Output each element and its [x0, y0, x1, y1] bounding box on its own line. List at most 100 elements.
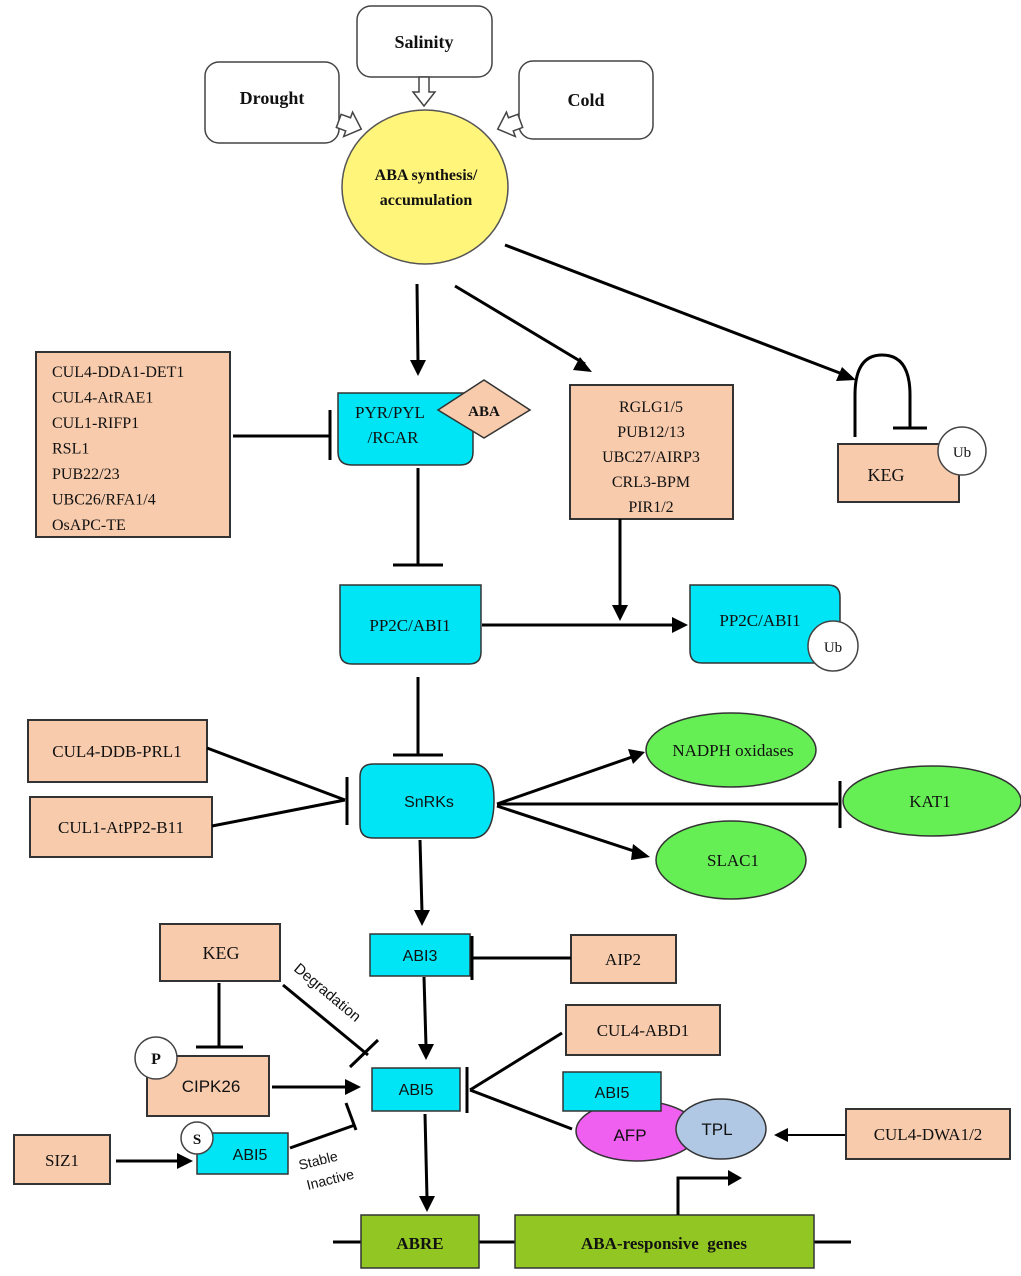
pp2c-abi1-node: PP2C/ABI1 [339, 584, 482, 665]
arrowhead [612, 605, 628, 621]
afp-label: AFP [613, 1126, 646, 1145]
arrowhead [628, 749, 645, 764]
transcription-start-arrow [676, 1176, 730, 1215]
genes-label: ABA-responsive genes [581, 1234, 747, 1253]
pp2-b11-inhibits-snrks [211, 798, 346, 828]
arrowhead [414, 910, 430, 926]
aba-synthesis-line1: ABA synthesis/ [375, 167, 478, 184]
receptor-regulator-item: CUL4-DDA1-DET1 [52, 364, 184, 381]
keg-bottom-box: KEG [159, 923, 281, 982]
cold-hollow-arrow [496, 110, 524, 138]
abi5-sumo-label: ABI5 [233, 1147, 268, 1164]
arrowhead [177, 1153, 193, 1169]
pp2c-ub-badge-label: Ub [824, 640, 842, 656]
arrowhead [774, 1128, 788, 1142]
cul4-abd1-box: CUL4-ABD1 [565, 1004, 721, 1056]
aba-synthesis-line2: accumulation [380, 192, 473, 209]
aba-responsive-genes-element: ABA-responsive genes [514, 1214, 815, 1269]
arrowhead [410, 360, 426, 376]
cul4-ddb-prl1-label: CUL4-DDB-PRL1 [52, 742, 181, 761]
abi3-label: ABI3 [403, 948, 438, 965]
aba-to-keg-arrow [504, 243, 846, 377]
keg-bottom-label: KEG [203, 943, 240, 963]
ub-badge: Ub [937, 426, 987, 476]
abi5-node: ABI5 [371, 1067, 461, 1112]
aba-ligand-diamond: ABA [436, 379, 532, 439]
snrks-to-abi3-arrow [418, 839, 424, 913]
aba-to-e3-arrow [454, 284, 586, 366]
pp2c-ub-label: PP2C/ABI1 [719, 611, 800, 630]
snrks-to-nadph-arrow [496, 755, 633, 806]
ub-badge: Ub [807, 620, 859, 672]
receptor-regulator-item: PUB22/23 [52, 466, 120, 483]
salinity-hollow-arrow [411, 76, 437, 108]
siz1-box: SIZ1 [13, 1134, 111, 1185]
pp2c-regulator-item: PUB12/13 [617, 424, 685, 441]
slac1-node: SLAC1 [655, 820, 807, 900]
sumo-abi5-inactive-link [289, 1123, 356, 1150]
arrowhead [836, 367, 856, 381]
pp2c-label: PP2C/ABI1 [369, 616, 450, 635]
drought-label: Drought [240, 88, 305, 108]
nadph-label: NADPH oxidases [672, 741, 793, 760]
keg-degrades-abi5 [282, 983, 369, 1057]
inhibition-bar [348, 1038, 380, 1069]
degradation-label: Degradation [290, 960, 364, 1026]
pp2c-regulator-item: PIR1/2 [628, 499, 673, 516]
sumo-badge: S [180, 1121, 214, 1155]
snrks-node: SnRKs [359, 763, 495, 839]
abi5-to-abre-arrow [423, 1113, 429, 1199]
s-label: S [193, 1132, 201, 1148]
tpl-node: TPL [675, 1098, 767, 1160]
complex-abi5-label: ABI5 [595, 1085, 630, 1102]
arrowhead [418, 1044, 434, 1060]
receptor-line1: PYR/PYL [355, 403, 425, 422]
cul4-abd1-label: CUL4-ABD1 [597, 1021, 690, 1040]
cul1-atpp2-b11-box: CUL1-AtPP2-B11 [29, 796, 213, 858]
cul4-dwa-label: CUL4-DWA1/2 [874, 1125, 983, 1144]
salinity-box: Salinity [356, 5, 493, 78]
arrowhead [728, 1170, 742, 1186]
receptor-line2: /RCAR [367, 428, 419, 447]
keg-top-label: KEG [868, 465, 905, 485]
arrowhead [345, 1079, 361, 1095]
abi5-label: ABI5 [399, 1082, 434, 1099]
receptor-regulator-item: RSL1 [52, 441, 89, 458]
aip2-label: AIP2 [605, 950, 641, 969]
aba-ligand-label: ABA [468, 404, 500, 420]
complex-abi5-node: ABI5 [562, 1071, 662, 1112]
siz1-label: SIZ1 [45, 1151, 79, 1170]
aip2-box: AIP2 [570, 934, 677, 984]
arrowhead [573, 357, 592, 372]
aba-synthesis-node: ABA synthesis/ accumulation [341, 109, 509, 265]
cold-label: Cold [567, 90, 604, 110]
receptor-regulator-item: OsAPC-TE [52, 517, 126, 534]
tpl-label: TPL [701, 1120, 732, 1139]
arrowhead [631, 844, 650, 860]
salinity-label: Salinity [394, 32, 453, 52]
receptor-regulator-item: UBC26/RFA1/4 [52, 492, 156, 509]
ub-label: Ub [953, 445, 971, 461]
nadph-oxidases-node: NADPH oxidases [645, 712, 817, 788]
abre-element: ABRE [360, 1214, 480, 1269]
p-label: P [151, 1051, 161, 1068]
keg-self-ubiquitination-loop [853, 353, 912, 437]
cul4-ddb-prl1-box: CUL4-DDB-PRL1 [27, 719, 208, 783]
cul1-atpp2-b11-label: CUL1-AtPP2-B11 [58, 818, 184, 837]
abre-label: ABRE [396, 1234, 443, 1253]
pp2c-regulator-item: UBC27/AIRP3 [602, 449, 700, 466]
abd1-inhibits-abi5 [469, 1031, 563, 1092]
snrks-label: SnRKs [404, 794, 454, 811]
prl1-inhibits-snrks [206, 746, 346, 802]
cold-box: Cold [518, 60, 654, 140]
arrowhead [419, 1196, 435, 1212]
cipk26-box: CIPK26 [146, 1055, 270, 1117]
abi3-to-abi5-arrow [422, 976, 428, 1047]
abi3-node: ABI3 [369, 933, 471, 977]
slac1-label: SLAC1 [707, 851, 759, 870]
drought-box: Drought [204, 61, 340, 144]
afp-inhibits-abi5 [469, 1088, 573, 1131]
